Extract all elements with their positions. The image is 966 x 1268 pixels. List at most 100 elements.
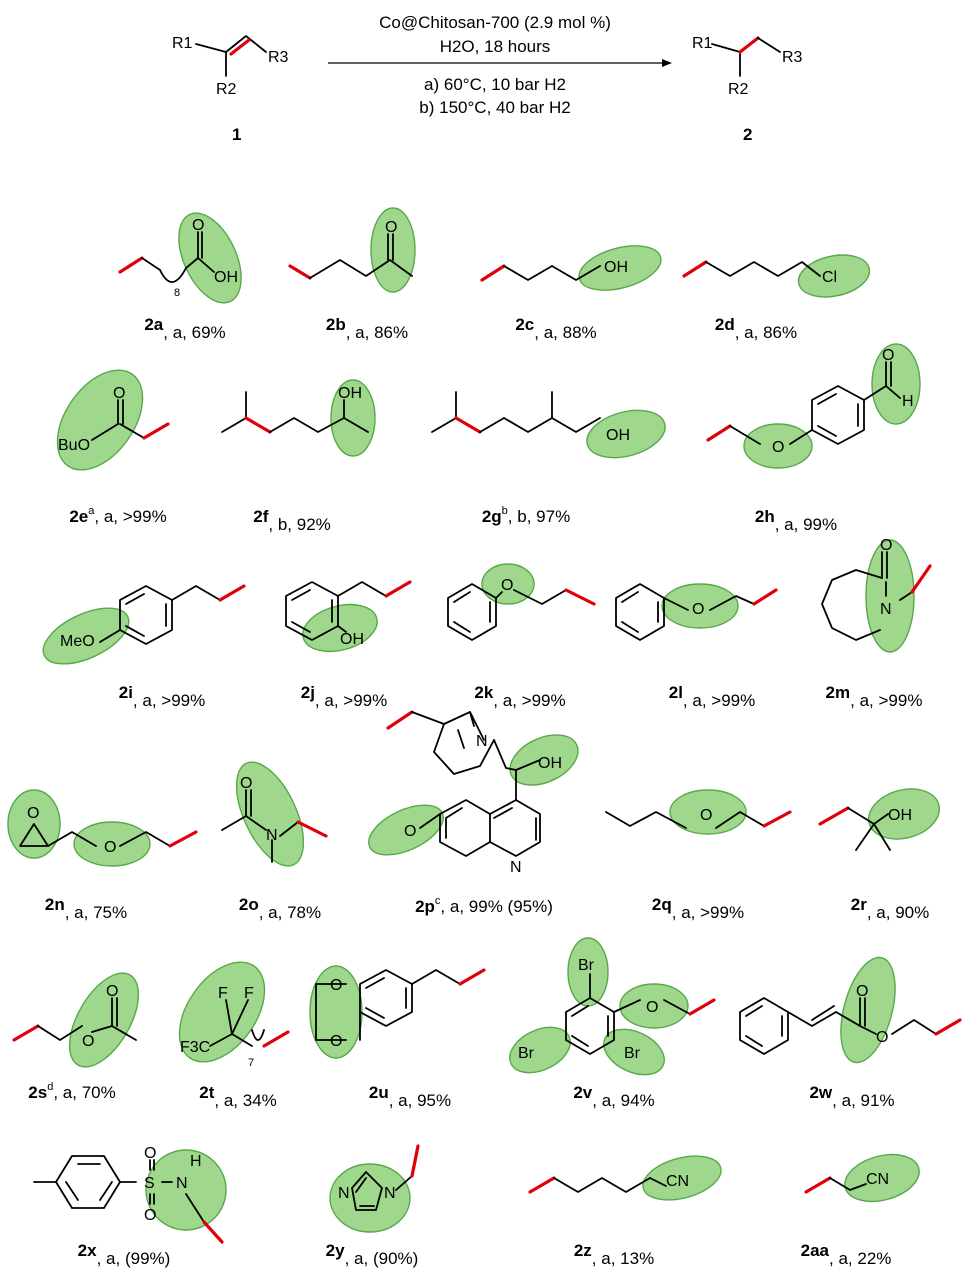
2n-epoxide-oxygen: O [27,805,39,822]
structure-2t: F F F3C 7 [178,961,290,1069]
structure-2e: O BuO [56,369,170,471]
structure-2o: O N [221,761,328,867]
2o-oxygen: O [240,775,252,792]
caption-2p: 2pc, a, 99% (95%) [415,895,553,916]
2j-hydroxyl: OH [340,631,364,648]
2y-nitrogen-left: N [338,1185,350,1202]
2a-oxygen: O [192,217,204,234]
caption-2w: 2w, a, 91% [809,1083,894,1110]
2p-methoxy-oxygen: O [404,823,416,840]
caption-2g: 2gb, b, 97% [482,505,570,526]
2z-nitrile: CN [666,1173,689,1190]
caption-2n: 2n, a, 75% [45,895,127,922]
caption-2u: 2u, a, 95% [369,1083,451,1110]
2v-ether-oxygen: O [646,999,658,1016]
structure-2aa: CN [804,1153,920,1203]
2i-methoxy: MeO [60,633,95,650]
caption-2m: 2m, a, >99% [826,683,923,710]
structure-2i: MeO [42,584,246,665]
2p-quinuclidine-nitrogen: N [476,733,488,750]
caption-2k: 2k, a, >99% [474,683,565,710]
2s-carbonyl-oxygen: O [106,983,118,1000]
2t-fluorine-1: F [218,985,228,1002]
2h-aldehyde-hydrogen: H [902,393,914,410]
2t-trifluoromethyl: F3C [180,1039,210,1056]
structure-2v: Br O Br Br [509,937,716,1076]
structure-2y: N N [329,1144,420,1233]
caption-2e: 2ea, a, >99% [69,505,166,526]
structure-2d: Cl [682,254,871,298]
structure-2u: O O [309,965,486,1059]
2m-oxygen: O [880,537,892,554]
structure-2r: OH [818,788,941,851]
2p-hydroxyl: OH [538,755,562,772]
2d-chlorine: Cl [822,269,837,286]
2x-hydrogen: H [190,1153,202,1170]
2a-repeat-count: 8 [174,287,180,299]
2k-oxygen: O [501,577,513,594]
structure-2q: O [605,789,792,835]
structure-2f: OH [221,379,376,457]
caption-2x: 2x, a, (99%) [78,1241,171,1268]
2x-sulfonyl-oxygen-top: O [144,1145,156,1162]
structure-2b: O [288,207,416,293]
caption-2l: 2l, a, >99% [669,683,756,710]
2h-ether-oxygen: O [772,439,784,456]
2y-nitrogen-right: N [384,1185,396,1202]
2h-aldehyde-oxygen: O [882,347,894,364]
structure-2p: N OH O N [368,710,579,876]
caption-2y: 2y, a, (90%) [326,1241,419,1268]
caption-2v: 2v, a, 94% [573,1083,654,1110]
structure-2c: OH [480,245,662,291]
structure-2a: O OH 8 [118,212,242,304]
2l-oxygen: O [692,601,704,618]
2x-sulfur: S [144,1175,155,1192]
condition-b-label: b) 150°C, 40 bar H2 [419,98,570,117]
2u-oxygen-1: O [330,977,342,994]
2v-bromine-left: Br [518,1045,535,1062]
caption-2t: 2t, a, 34% [199,1083,277,1110]
solvent-time-label: H2O, 18 hours [440,37,551,56]
structure-2m: O N [821,537,932,653]
2x-nitrogen: N [176,1175,188,1192]
2m-nitrogen: N [880,601,892,618]
product-r3: R3 [782,49,803,66]
catalyst-label: Co@Chitosan-700 (2.9 mol %) [379,13,611,32]
caption-2z: 2z, a, 13% [574,1241,654,1268]
structure-2j: OH [285,580,412,653]
product-r2: R2 [728,81,749,98]
condition-a-label: a) 60°C, 10 bar H2 [424,75,566,94]
caption-2aa: 2aa, a, 22% [801,1241,892,1268]
2n-ether-oxygen: O [104,839,116,856]
2a-hydroxyl: OH [214,269,238,286]
caption-2f: 2f, b, 92% [253,507,331,534]
caption-2s: 2sd, a, 70% [28,1081,115,1102]
caption-2b: 2b, a, 86% [326,315,408,342]
caption-2d: 2d, a, 86% [715,315,797,342]
reactant-r2: R2 [216,81,237,98]
structure-2g: OH [431,391,666,459]
product-number: 2 [743,125,752,144]
reactant-1: R1 R2 R3 [172,35,289,98]
structure-2s: O O [12,972,140,1068]
2e-butoxy: BuO [58,437,90,454]
structure-2k: O [447,563,596,641]
caption-2j: 2j, a, >99% [301,683,388,710]
caption-2o: 2o, a, 78% [239,895,321,922]
caption-2c: 2c, a, 88% [515,315,596,342]
2g-hydroxyl: OH [606,427,630,444]
structure-2z: CN [528,1155,722,1201]
2t-fluorine-2: F [244,985,254,1002]
2o-nitrogen: N [266,827,278,844]
2e-oxygen: O [113,385,125,402]
2c-hydroxyl: OH [604,259,628,276]
caption-2i: 2i, a, >99% [119,683,206,710]
2t-repeat-count: 7 [248,1057,254,1069]
reactant-r1: R1 [172,35,193,52]
product-r1: R1 [692,35,713,52]
2u-oxygen-2: O [330,1033,342,1050]
2aa-nitrile: CN [866,1171,889,1188]
2v-bromine-top: Br [578,957,595,974]
2x-sulfonyl-oxygen-bottom: O [144,1207,156,1224]
